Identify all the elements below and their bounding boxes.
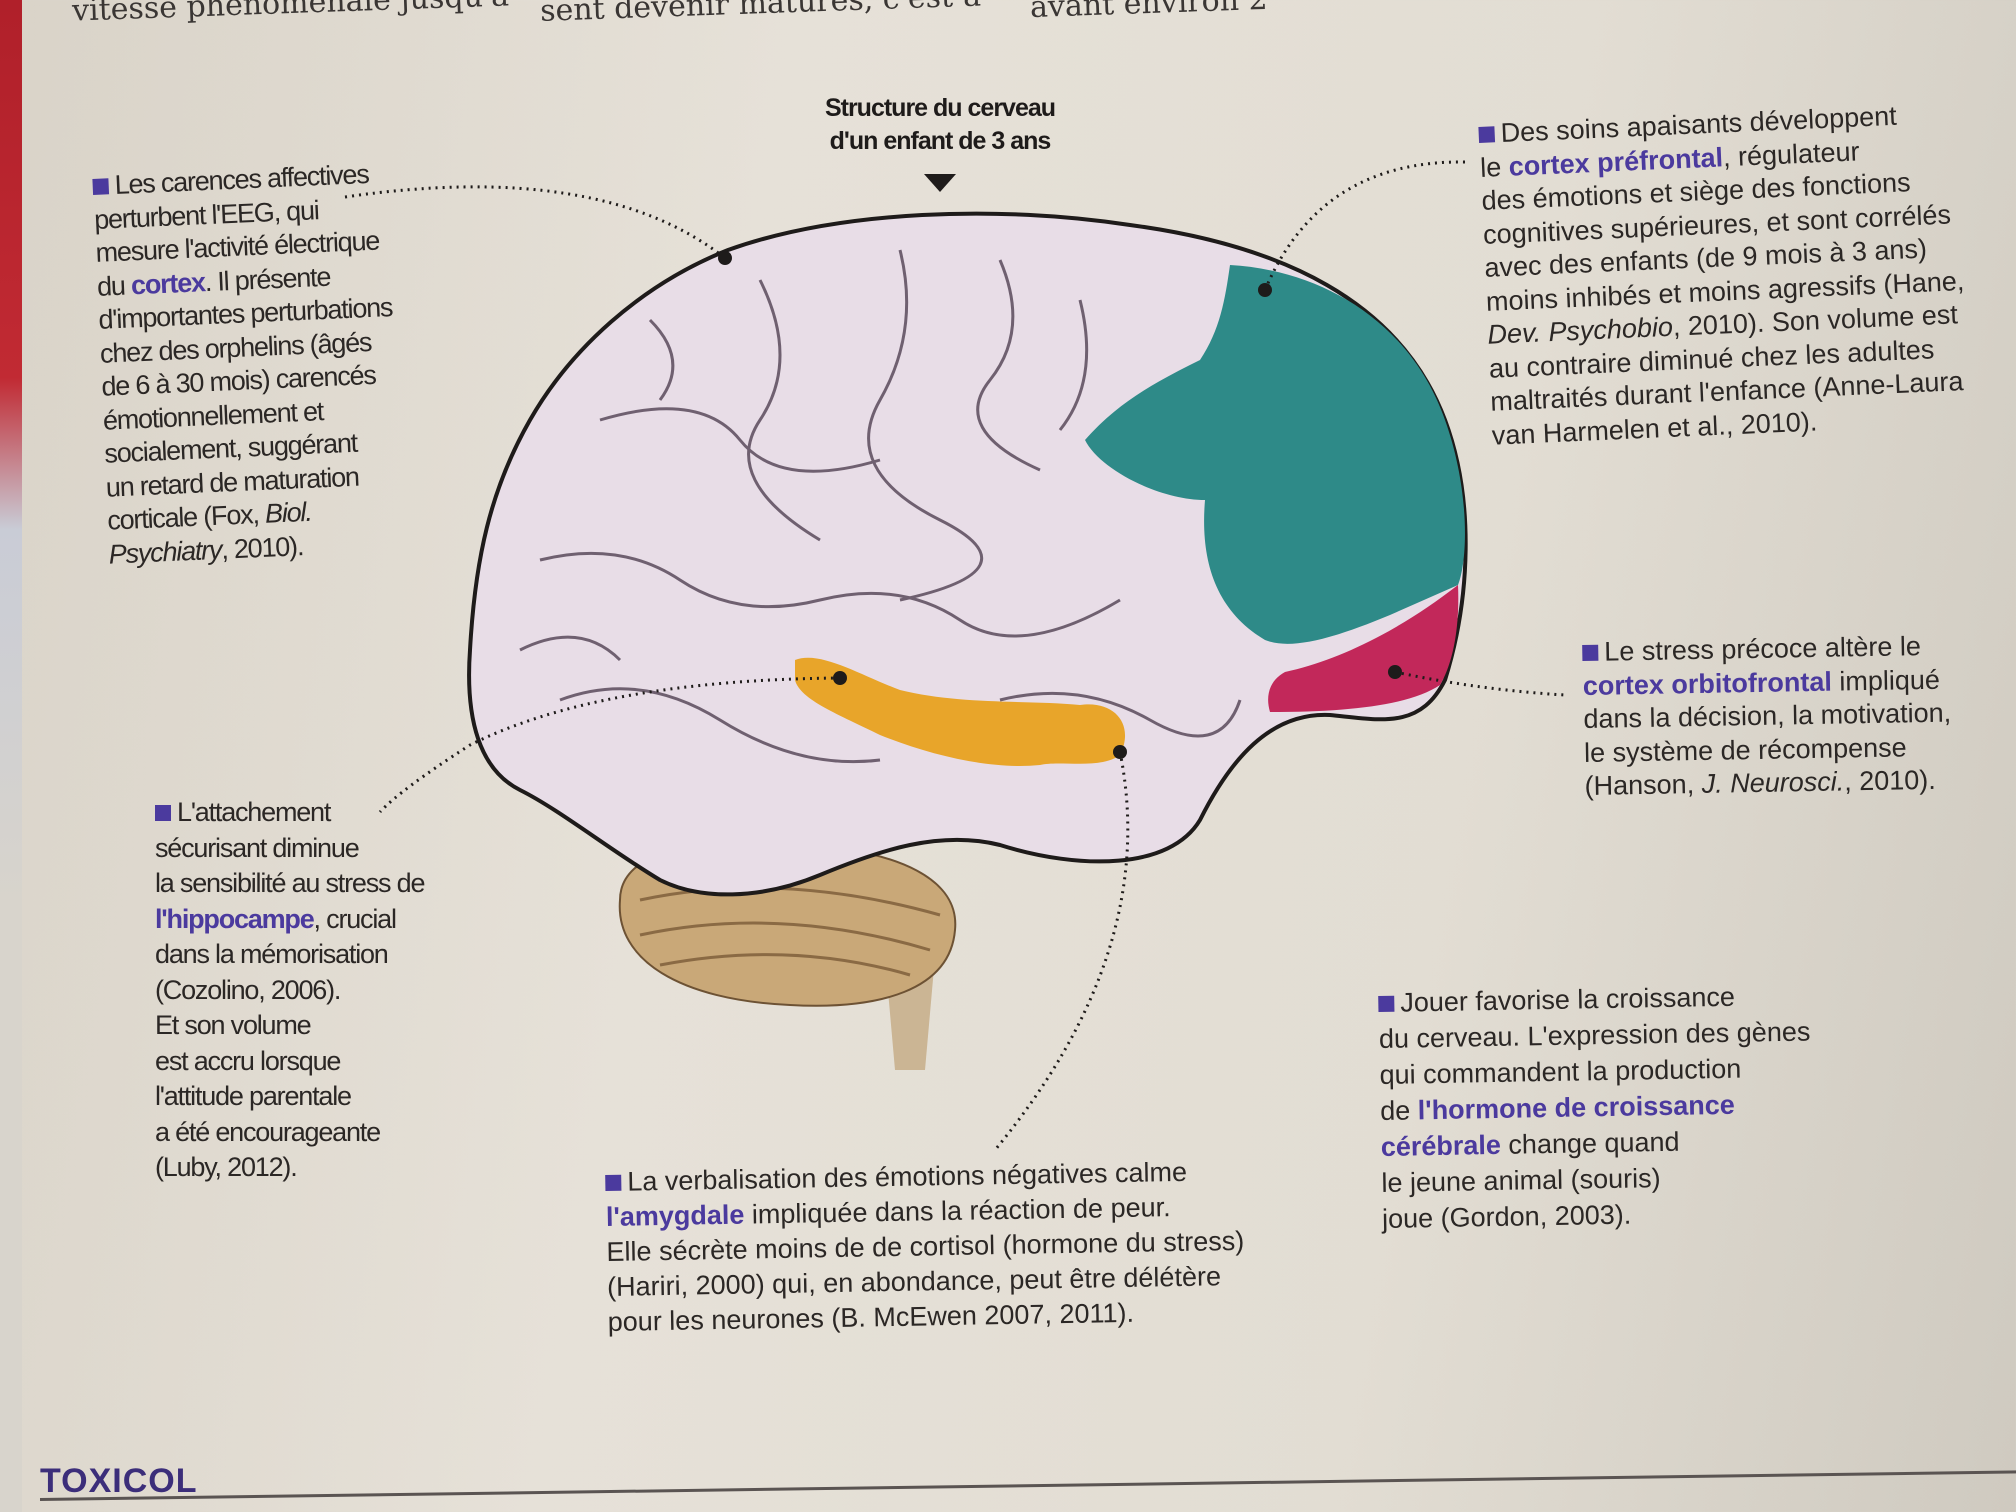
note-text: . Il présente: [204, 261, 331, 297]
note-prefrontal: Des soins apaisants développent le corte…: [1478, 97, 1971, 453]
note-hippocampus: L'attachement sécurisant diminue la sens…: [155, 795, 425, 1186]
term-cortex: cortex: [130, 266, 206, 300]
page-edge: [0, 0, 22, 1512]
bullet-square-icon: [1478, 126, 1496, 143]
journal-name: Biol.: [264, 496, 313, 529]
term-growth-hormone: l'hormone de croissance: [1417, 1089, 1735, 1126]
note-text: , régulateur: [1722, 135, 1861, 172]
term-amygdala: l'amygdale: [605, 1199, 745, 1232]
note-text: la sensibilité au stress de: [155, 868, 425, 898]
note-text: , crucial: [313, 903, 397, 934]
note-text: change quand: [1500, 1126, 1680, 1160]
note-text: impliqué: [1831, 664, 1941, 697]
note-text: joue (Gordon, 2003).: [1381, 1199, 1632, 1234]
note-text: Et son volume: [155, 1010, 312, 1040]
figure-title: Structure du cerveau d'un enfant de 3 an…: [800, 92, 1080, 158]
journal-name: Psychiatry: [108, 534, 222, 570]
title-line: d'un enfant de 3 ans: [829, 127, 1052, 155]
term-orbitofrontal-cortex: cortex orbitofrontal: [1582, 666, 1833, 701]
prefrontal-cortex: [1085, 265, 1465, 644]
note-text: l'attitude parentale: [155, 1081, 352, 1111]
note-text: Le stress précoce altère le: [1604, 631, 1922, 667]
note-text: dans la décision, la motivation,: [1583, 697, 1952, 734]
title-line: Structure du cerveau: [824, 94, 1056, 122]
note-text: , 2010).: [220, 530, 304, 565]
term-hippocampus: l'hippocampe: [155, 903, 315, 934]
note-orbitofrontal: Le stress précoce altère le cortex orbit…: [1582, 630, 1953, 804]
note-amygdala: La verbalisation des émotions négatives …: [605, 1154, 1246, 1340]
bullet-square-icon: [92, 178, 110, 195]
bullet-square-icon: [605, 1174, 622, 1191]
note-text: est accru lorsque: [155, 1045, 341, 1076]
note-text: dans la mémorisation: [155, 939, 389, 969]
journal-name: J. Neurosci.: [1701, 766, 1845, 799]
term-growth-hormone: cérébrale: [1380, 1129, 1502, 1162]
bullet-square-icon: [155, 805, 171, 821]
note-text: , 2010).: [1843, 764, 1936, 797]
note-text: le: [1479, 151, 1510, 183]
note-text: du: [96, 269, 132, 302]
note-text: Jouer favorise la croissance: [1400, 981, 1736, 1018]
note-play: Jouer favorise la croissance du cerveau.…: [1378, 977, 1814, 1236]
note-text: impliquée dans la réaction de peur.: [744, 1192, 1171, 1230]
note-text: (Hanson,: [1584, 768, 1702, 801]
leader-lines: [344, 160, 1566, 1151]
note-text: L'attachement: [177, 797, 331, 827]
note-text: du cerveau. L'expression des gènes: [1378, 1016, 1811, 1054]
note-text: corticale (Fox,: [106, 498, 266, 536]
note-text: sécurisant diminue: [155, 832, 360, 863]
note-text: (Luby, 2012).: [155, 1152, 298, 1182]
note-text: de: [1379, 1095, 1419, 1126]
hippocampus-amygdala: [795, 657, 1126, 766]
section-label: TOXICOL: [40, 1462, 198, 1500]
note-eeg: Les carences affectives perturbent l'EEG…: [92, 157, 403, 571]
orbitofrontal-cortex: [1268, 585, 1459, 712]
down-arrow-icon: [924, 174, 956, 192]
journal-name: Dev. Psychobio: [1486, 311, 1674, 350]
note-text: (Cozolino, 2006).: [155, 974, 341, 1005]
bullet-square-icon: [1378, 995, 1395, 1012]
bullet-square-icon: [1582, 644, 1599, 661]
note-text: a été encourageante: [155, 1116, 381, 1147]
